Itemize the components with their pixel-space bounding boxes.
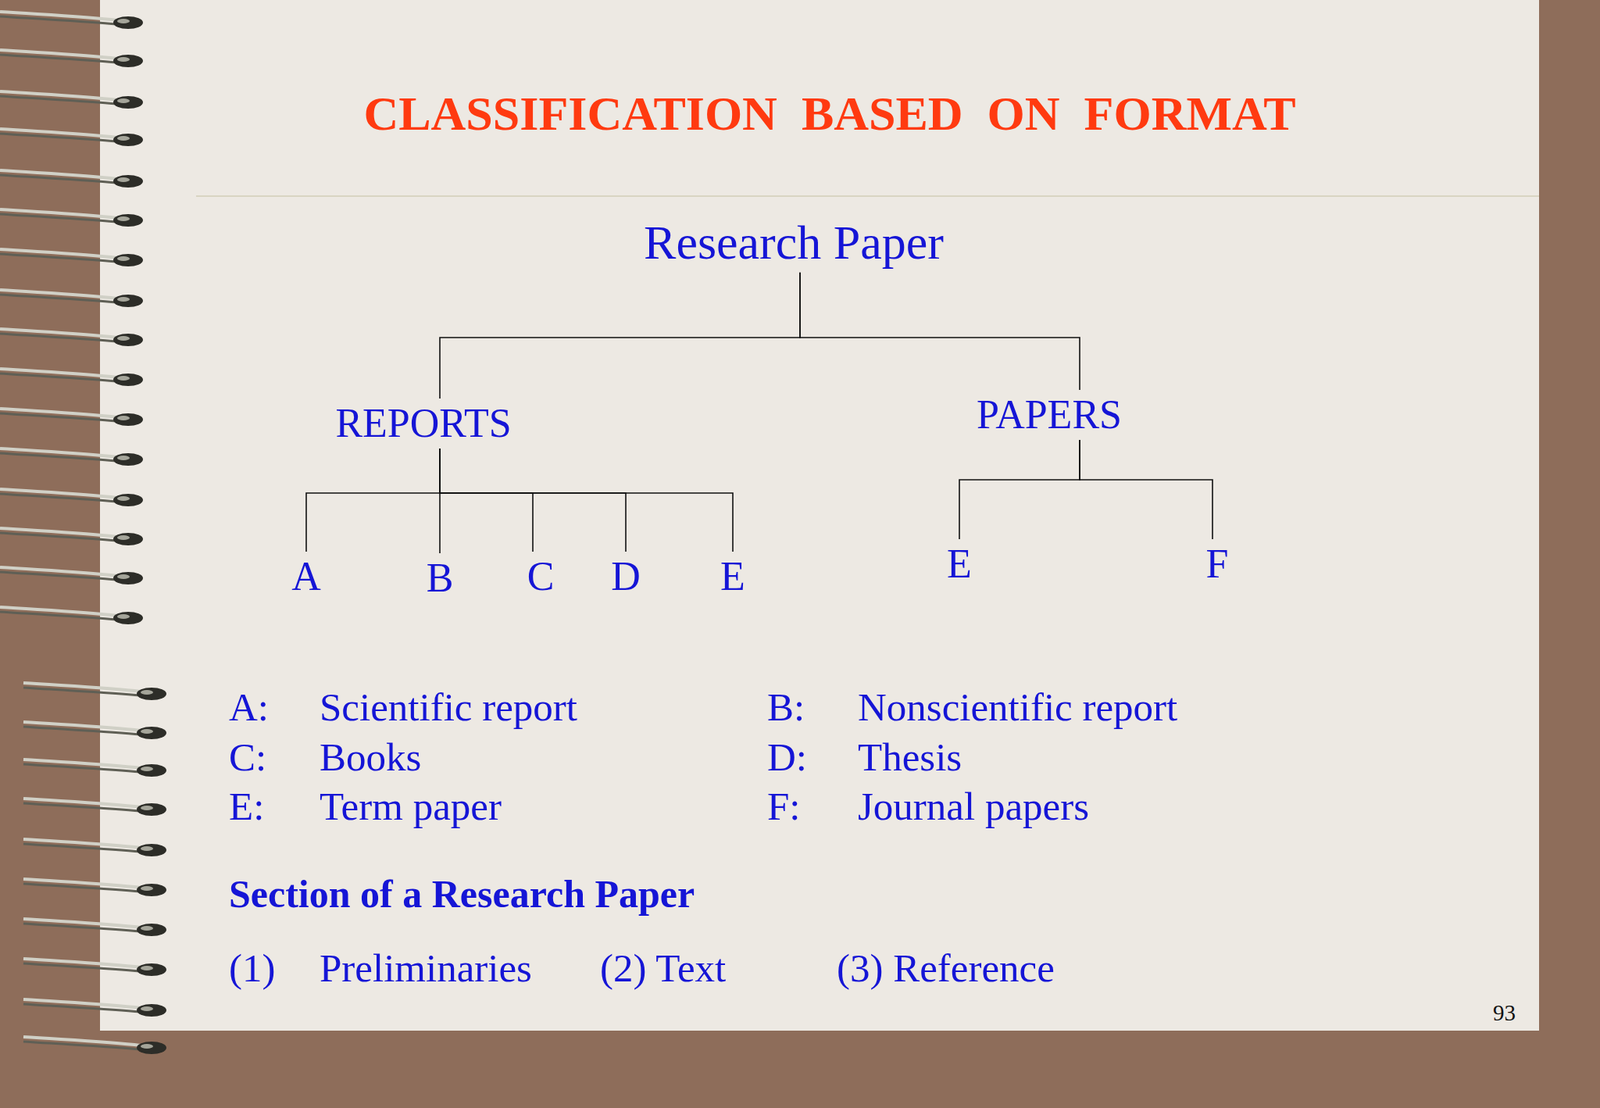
section-heading: Section of a Research Paper [228, 871, 695, 918]
node-label: A [291, 553, 322, 600]
tree-connector [439, 272, 800, 399]
page-title: CLASSIFICATION BASED ON FORMAT [363, 85, 1296, 142]
tree-connector [306, 448, 440, 552]
tree-node: B [421, 553, 459, 604]
list-text: D: [767, 734, 808, 781]
tree-node: PAPERS [971, 389, 1127, 440]
tree-node: F [1201, 539, 1234, 590]
node-label: PAPERS [976, 391, 1122, 439]
tree-node: D [606, 551, 646, 602]
tree-node: E [942, 539, 977, 590]
tree-connector [439, 448, 626, 552]
node-label: REPORTS [335, 400, 511, 447]
list-text: Thesis [857, 734, 962, 781]
node-label: B [426, 554, 454, 602]
tree-connector [1079, 439, 1213, 540]
list-text: Preliminaries [319, 945, 533, 992]
tree-node: REPORTS [330, 398, 516, 449]
tree-connector [800, 272, 1080, 390]
list-text: F: [767, 783, 801, 830]
tree-node: E [715, 551, 750, 602]
node-label: E [720, 553, 746, 600]
tree-node: Research Paper [639, 213, 949, 272]
tree-connector [959, 439, 1080, 540]
node-label: E [946, 540, 972, 588]
spiral-binding [0, 11, 167, 1054]
list-text: (3) Reference [836, 945, 1055, 992]
list-text: (2) Text [600, 945, 726, 992]
list-text: E: [228, 783, 265, 830]
notebook-page [100, 0, 1540, 1031]
node-label: Research Paper [643, 214, 944, 271]
list-text: Journal papers [857, 783, 1090, 830]
list-text: Books [319, 734, 422, 781]
tree-node: C [522, 551, 560, 602]
list-text: B: [767, 684, 805, 731]
list-text: Nonscientific report [857, 684, 1178, 731]
node-label: C [527, 553, 555, 600]
node-label: D [610, 553, 641, 600]
tree-connector [439, 448, 533, 552]
node-label: F [1206, 540, 1229, 588]
tree-connector [439, 448, 733, 552]
page-number: 93 [1492, 1000, 1516, 1026]
list-text: (1) [228, 945, 275, 992]
tree-node: A [286, 551, 326, 602]
list-text: C: [228, 734, 267, 781]
list-text: A: [228, 684, 269, 731]
list-text: Term paper [319, 783, 502, 830]
list-text: Scientific report [319, 684, 578, 731]
divider-line [196, 195, 1540, 197]
